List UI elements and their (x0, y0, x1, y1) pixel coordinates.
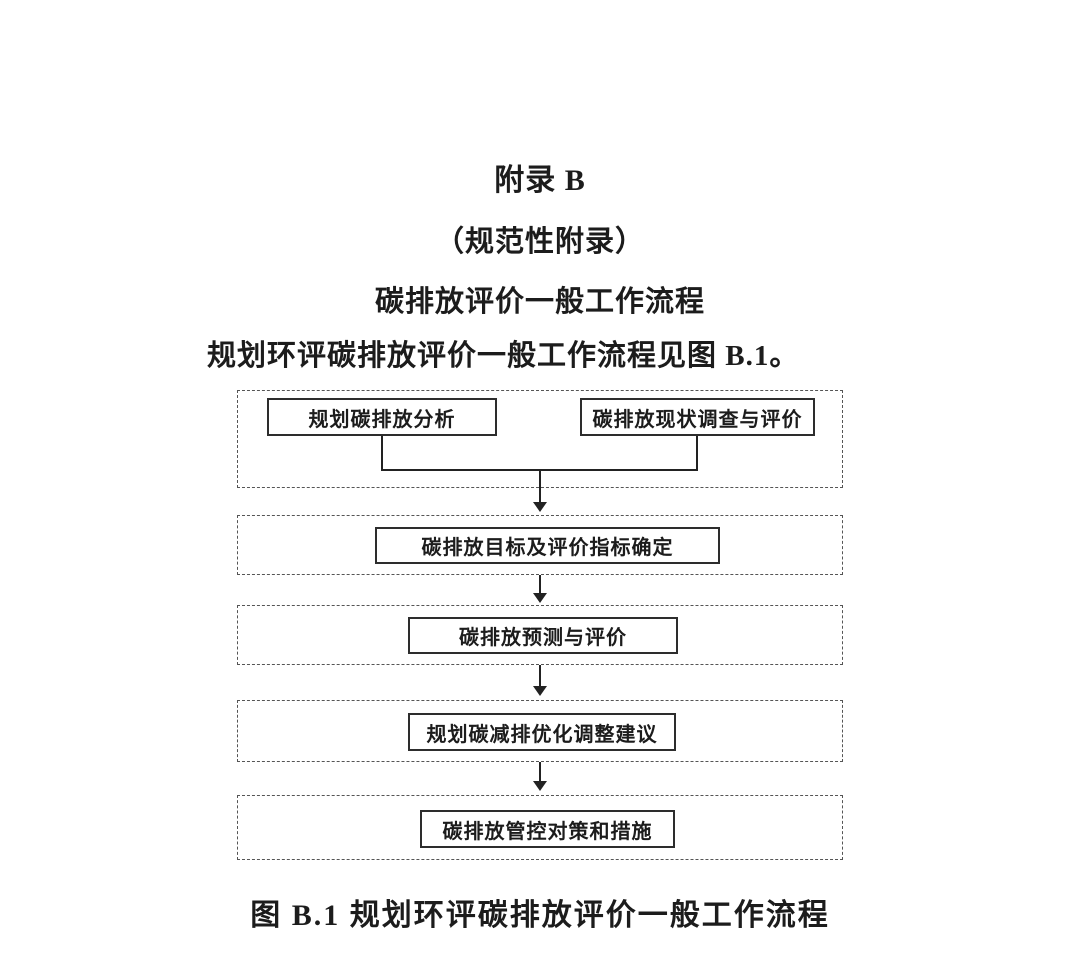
arrow-line (539, 665, 541, 687)
flow-box-reduction-adjustment-advice: 规划碳减排优化调整建议 (408, 713, 676, 751)
arrow-line (539, 575, 541, 594)
arrow-down-icon (533, 593, 547, 603)
figure-caption: 图 B.1 规划环评碳排放评价一般工作流程 (250, 899, 830, 932)
flow-box-targets-indicators: 碳排放目标及评价指标确定 (375, 527, 720, 564)
appendix-subtitle: （规范性附录） (434, 226, 645, 258)
flow-stage-prediction (237, 605, 843, 665)
flow-box-prediction-evaluation: 碳排放预测与评价 (408, 617, 678, 654)
appendix-heading: 碳排放评价一般工作流程 (374, 286, 705, 318)
connector-line-left (381, 436, 383, 471)
flow-box-control-measures: 碳排放管控对策和措施 (420, 810, 675, 848)
arrow-line (539, 762, 541, 782)
connector-line-right (696, 436, 698, 471)
arrow-down-icon (533, 686, 547, 696)
flow-box-planning-carbon-analysis: 规划碳排放分析 (267, 398, 497, 436)
arrow-down-icon (533, 502, 547, 512)
appendix-title: 附录 B (494, 164, 586, 197)
arrow-down-icon (533, 781, 547, 791)
flow-box-status-survey-evaluation: 碳排放现状调查与评价 (580, 398, 815, 436)
connector-line-center (539, 469, 541, 503)
intro-paragraph: 规划环评碳排放评价一般工作流程见图 B.1。 (207, 340, 800, 372)
